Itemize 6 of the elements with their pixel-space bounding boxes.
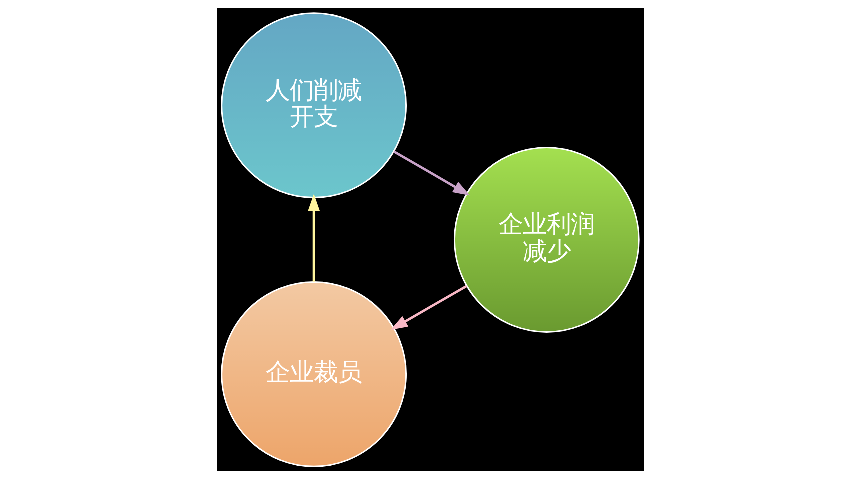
- node-circle: 企业利润减少: [453, 147, 640, 333]
- arrow: [308, 194, 320, 282]
- node-circle: 人们削减开支: [220, 12, 407, 198]
- arrow: [393, 150, 470, 196]
- arrow: [390, 285, 467, 330]
- node-circle: 企业裁员: [220, 282, 407, 468]
